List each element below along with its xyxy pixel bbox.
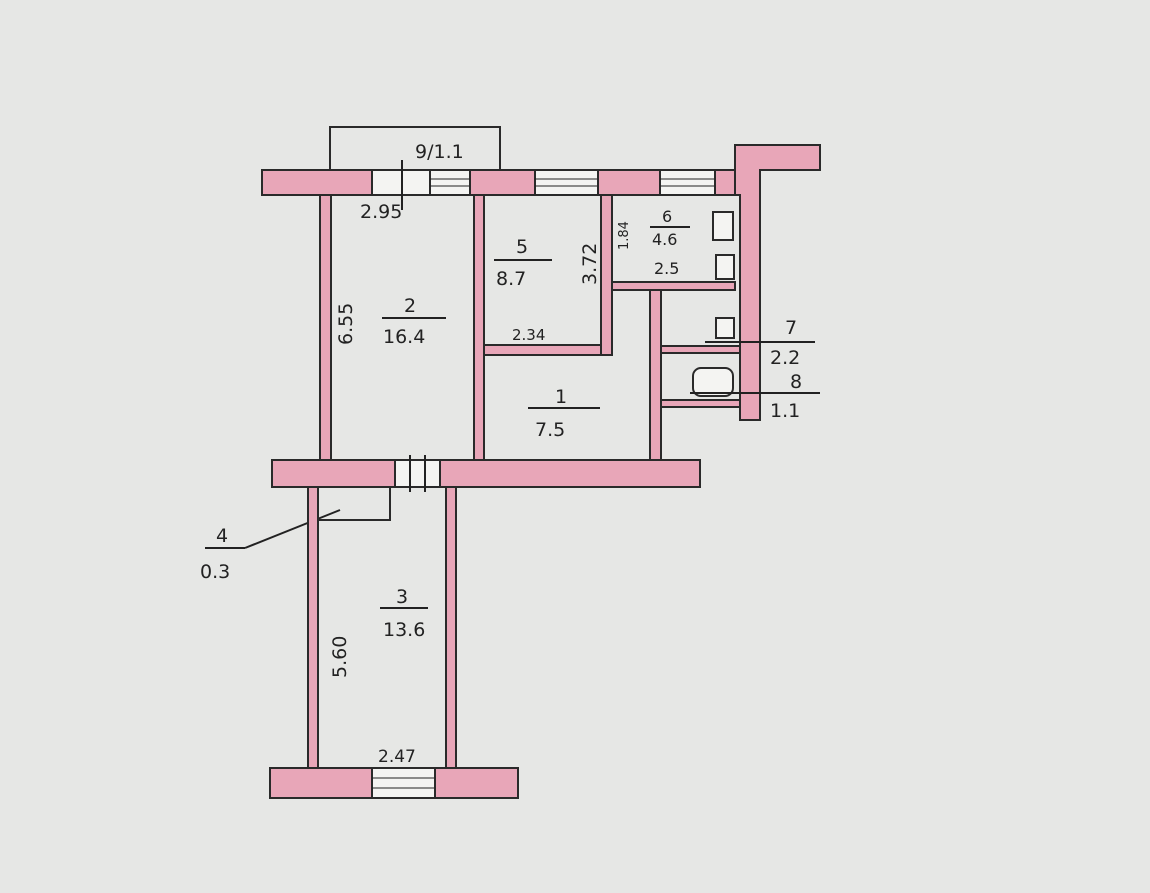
room-3-area: 13.6 [383,619,425,641]
exterior-wall-bottom [269,767,519,799]
room-2-number: 2 [404,295,416,317]
bathtub-icon [692,367,734,397]
exterior-wall-top [261,160,736,210]
dim-room2-length: 6.55 [335,303,357,345]
wall [319,194,332,461]
room-1-area: 7.5 [535,419,565,441]
room-7-number: 7 [785,317,797,339]
room-2-area: 16.4 [383,326,425,348]
window [429,169,471,196]
room-5-area: 8.7 [496,268,526,290]
wall [473,194,485,461]
room-6-number: 6 [662,207,672,226]
exterior-wall-right [734,144,821,421]
dim-room3-length: 5.60 [329,636,351,678]
dim-room5-length: 3.72 [579,243,601,285]
dim-room2-width: 2.95 [360,201,402,223]
dim-room6-length: 1.84 [617,221,632,250]
window [659,169,716,196]
room-5-number: 5 [516,236,528,258]
toilet-icon [715,317,735,339]
dim-room3-width: 2.47 [378,747,416,767]
window [371,767,436,799]
closet [318,487,391,521]
room-7-area: 2.2 [770,347,800,369]
wall [445,486,457,771]
wall [660,399,741,408]
room-8-area: 1.1 [770,400,800,422]
room-8-number: 8 [790,371,802,393]
room-3-number: 3 [396,586,408,608]
wall [600,194,613,356]
room-1-number: 1 [555,386,567,408]
window [534,169,599,196]
wall [483,344,613,356]
room-6-area: 4.6 [652,230,677,249]
wall [611,281,736,291]
stove-icon [712,211,734,241]
room-4-area: 0.3 [200,561,230,583]
sink-icon [715,254,735,280]
wall [307,486,319,771]
dim-room6-width: 2.5 [654,259,679,278]
dim-room5-width: 2.34 [512,326,545,344]
wall [649,289,662,461]
middle-wall [271,455,701,492]
balcony-label: 9/1.1 [415,141,464,163]
room-4-number: 4 [216,525,228,547]
wall [660,345,741,354]
